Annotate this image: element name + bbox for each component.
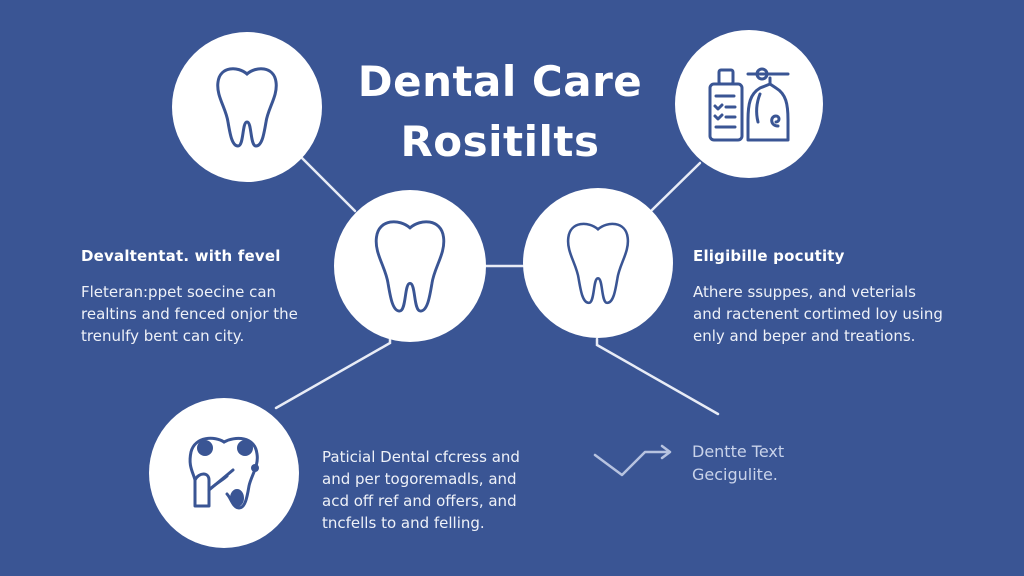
bottom-line-4: tncfells to and felling. — [322, 514, 485, 532]
trend-arrow-icon — [593, 444, 672, 477]
left-heading: Devaltentat. with fevel — [81, 247, 281, 265]
node-top-right — [675, 30, 823, 178]
left-line-1: Fleteran:ppet soecine can — [81, 283, 277, 301]
tooth-icon — [374, 220, 446, 313]
note-text: Dentte Text Gecigulite. — [692, 440, 784, 486]
node-top-left — [172, 32, 322, 182]
bottom-line-2: and per togoremadls, and — [322, 470, 517, 488]
title-line-2: Rositilts — [400, 117, 600, 166]
title-line-1: Dental Care — [357, 57, 643, 106]
damaged-tooth-icon — [188, 436, 259, 510]
note-line-2: Gecigulite. — [692, 465, 778, 484]
node-center-right — [523, 188, 673, 338]
right-text-block: Eligibille pocutity Athere ssuppes, and … — [693, 247, 973, 347]
bottom-line-3: acd off ref and offers, and — [322, 492, 517, 510]
node-center-left — [334, 190, 486, 342]
left-text-block: Devaltentat. with fevel Fleteran:ppet so… — [81, 247, 331, 347]
dental-products-icon — [708, 67, 790, 142]
right-line-1: Athere ssuppes, and veterials — [693, 283, 916, 301]
tooth-icon — [216, 67, 278, 148]
left-line-3: trenulfy bent can city. — [81, 327, 245, 345]
note-line-1: Dentte Text — [692, 442, 785, 461]
tooth-icon — [566, 222, 630, 305]
bottom-line-1: Paticial Dental cfcress and — [322, 448, 520, 466]
node-bottom-left — [149, 398, 299, 548]
right-heading: Eligibille pocutity — [693, 247, 845, 265]
right-line-2: and ractenent cortimed loy using — [693, 305, 943, 323]
bottom-text-block: Paticial Dental cfcress and and per togo… — [322, 446, 562, 534]
left-line-2: realtins and fenced onjor the — [81, 305, 298, 323]
right-line-3: enly and beper and treations. — [693, 327, 916, 345]
page-title: Dental Care Rositilts — [330, 52, 670, 172]
